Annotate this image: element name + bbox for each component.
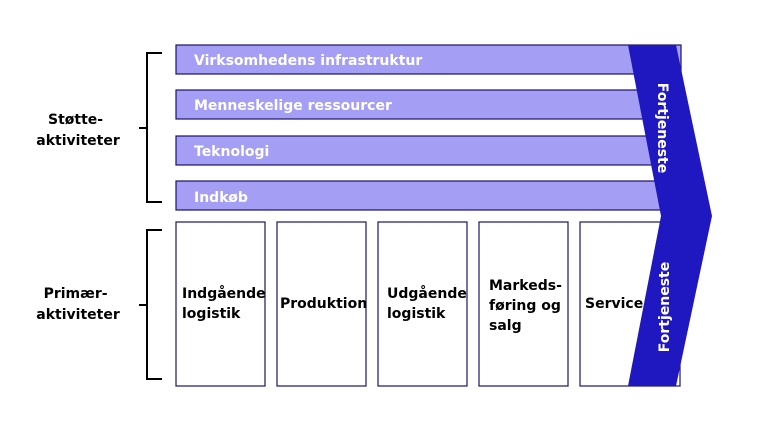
svg-text:Service: Service (585, 296, 643, 312)
primary-box-inbound-logistics: Indgående logistik (175, 221, 271, 387)
box-line: Udgående (387, 285, 467, 302)
margin-label-bottom: Fortjeneste (657, 262, 673, 353)
box-line: logistik (387, 306, 446, 322)
box-line: Markeds- (489, 278, 562, 294)
support-bar-procurement: Indkøb (175, 180, 682, 211)
primary-box-outbound-logistics: Udgående logistik (377, 221, 472, 387)
margin-label-top: Fortjeneste (654, 83, 670, 174)
support-bar-label: Virksomhedens infrastruktur (194, 53, 422, 69)
support-bar-label: Indkøb (194, 190, 248, 206)
primary-label: Primær- aktiviteter (36, 286, 120, 323)
box-line: Service (585, 296, 643, 312)
box-line: salg (489, 318, 522, 334)
support-bar-technology: Teknologi (175, 135, 682, 166)
svg-text:Markeds- føring og: Markeds- føring og salg (489, 278, 567, 334)
support-bar-human-resources: Menneskelige ressourcer (175, 89, 682, 120)
support-bracket (139, 52, 162, 203)
margin-chevron (628, 45, 712, 386)
box-line: logistik (182, 306, 241, 322)
primary-boxes: Indgående logistik Produktion Udgående l… (175, 221, 681, 387)
support-bar-label: Teknologi (194, 144, 269, 160)
box-line: Produktion (280, 296, 367, 312)
support-bar-infrastructure: Virksomhedens infrastruktur (175, 44, 682, 75)
svg-text:Produktion: Produktion (280, 296, 367, 312)
primary-box-marketing-sales: Markeds- føring og salg (478, 221, 569, 387)
svg-text:Indgående logistik: Indgående logistik (182, 285, 271, 322)
primary-box-operations: Produktion (276, 221, 367, 387)
support-label: Støtte- aktiviteter (36, 112, 120, 149)
support-bars: Virksomhedens infrastruktur Menneskelige… (175, 44, 682, 211)
support-bar-label: Menneskelige ressourcer (194, 98, 392, 114)
box-line: Indgående (182, 285, 266, 302)
primary-bracket (139, 229, 162, 380)
box-line: føring og (489, 298, 561, 314)
svg-text:Udgående logistik: Udgående logistik (387, 285, 472, 322)
